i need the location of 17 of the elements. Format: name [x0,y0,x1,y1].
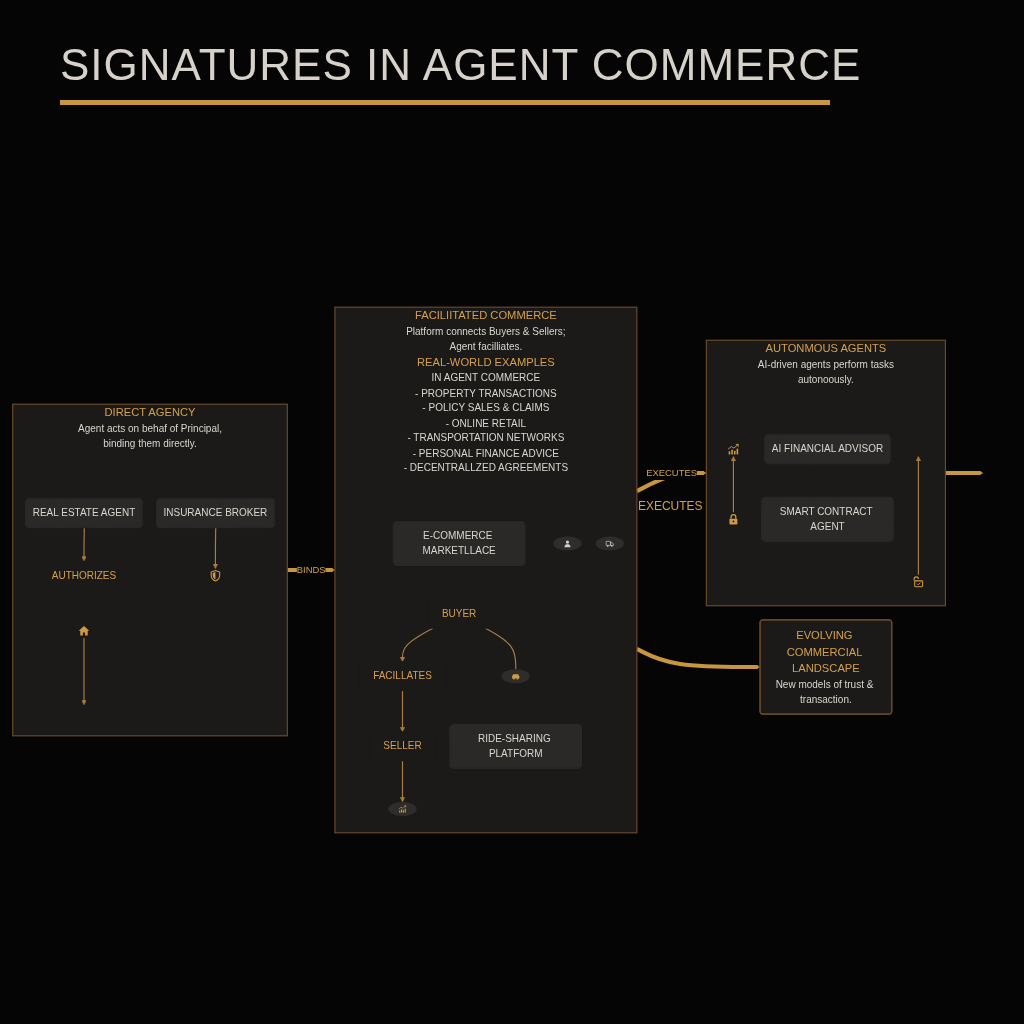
arrow [212,527,218,569]
arrow [399,760,406,803]
node-text: AUTHORIZES [51,570,117,582]
arrow [81,527,87,562]
node-text: SELLER [383,740,422,752]
arrow [915,456,921,576]
arrow [730,456,736,513]
arrow-caption: EXECUTES [637,499,703,514]
diagram-title: SIGNATURES IN AGENT COMMERCE [60,40,862,90]
node-text: FACILLATES [373,670,432,682]
edge-label: EXECUTES [646,467,697,478]
connector [484,627,517,670]
arrow [81,637,87,706]
node-text: BUYER [441,607,477,620]
arrow [399,690,406,733]
arrow [399,627,434,662]
edge-label: BINDS [296,564,326,575]
